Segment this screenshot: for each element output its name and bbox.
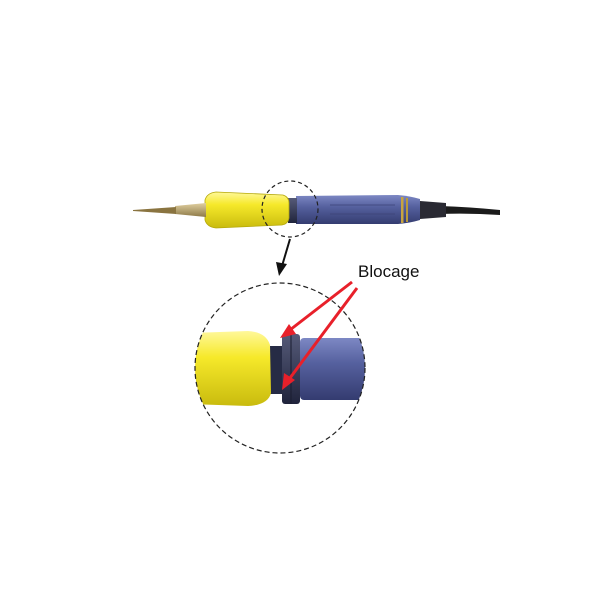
zoom-detail [194, 282, 366, 454]
red-arrow-icon [280, 280, 353, 338]
blue-handle [296, 195, 420, 224]
yellow-grip [204, 191, 290, 229]
iron-tip [133, 207, 176, 214]
handle-ring [406, 198, 408, 222]
connector-ring [288, 198, 297, 223]
blocage-label: Blocage [358, 262, 420, 281]
zoom-blue-handle [300, 338, 365, 400]
cable-boot [420, 201, 446, 219]
zoom-connector [270, 346, 282, 394]
zoom-yellow-grip [195, 331, 271, 406]
red-arrow-icon [282, 287, 359, 390]
power-cable [440, 206, 500, 215]
down-arrow-icon [276, 238, 291, 276]
soldering-iron-icon [133, 191, 500, 229]
handle-ring [401, 197, 404, 223]
small-dashed-circle [261, 180, 319, 238]
large-dashed-circle [194, 282, 366, 454]
tip-holder [175, 203, 206, 217]
